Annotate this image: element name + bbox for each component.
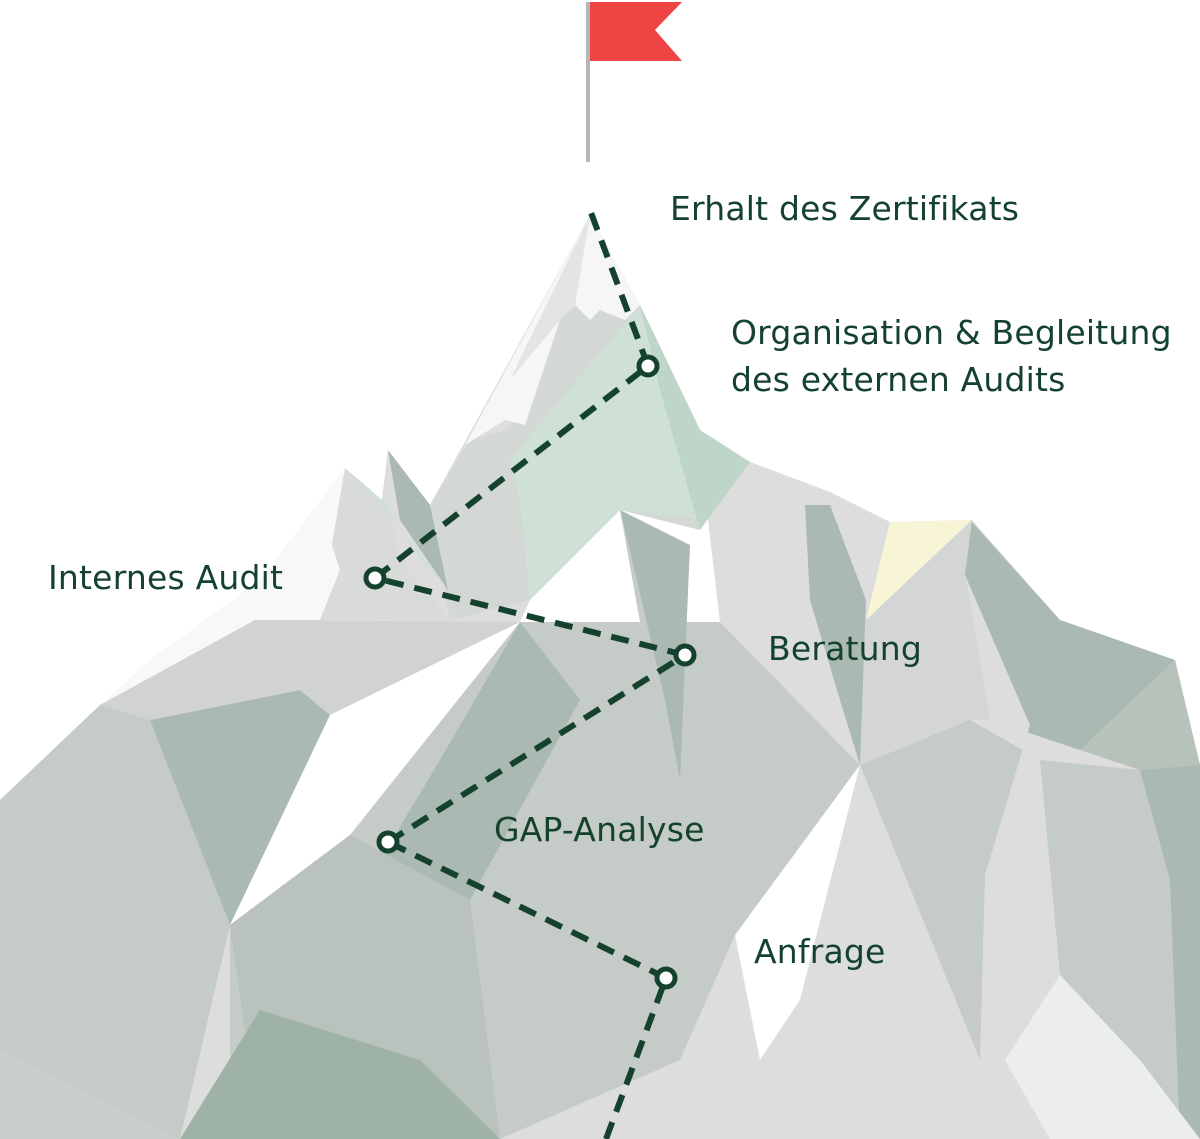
route-path [373,208,687,1139]
route-segment [374,575,686,658]
waypoint-marker-icon [673,643,697,667]
step-label-line: Anfrage [754,932,886,971]
waypoint-marker-icon [636,354,660,378]
step-label-internes-audit: Internes Audit [48,554,283,601]
rock-face [965,575,1060,1060]
flag-cloth [590,2,682,61]
step-label-anfrage: Anfrage [754,928,886,975]
step-label-line: GAP-Analyse [494,810,705,849]
rock-face [0,1050,180,1139]
route-segment [386,652,687,845]
rock-face [760,765,1010,1139]
step-label-externes-audit: Organisation & Begleitung des externen A… [731,309,1172,403]
rock-face [0,705,230,1139]
snow-cap-shade [510,215,590,380]
rock-face [180,1010,500,1139]
rock-face-green [345,468,448,590]
rock-face [805,505,866,765]
step-label-line: Internes Audit [48,558,284,597]
step-label-gap-analyse: GAP-Analyse [494,806,705,853]
waypoint-marker-icon [363,566,387,590]
rock-face [388,450,448,590]
waypoint-marker-icon [376,830,400,854]
rock-face [100,620,520,720]
snow-cap [465,215,640,445]
mountain-body [0,215,1200,1139]
flag-pole [586,2,590,162]
waypoint-marker-icon [654,966,678,990]
rock-face [320,468,450,620]
flag-icon [586,2,682,162]
step-label-line: Erhalt des Zertifikats [670,189,1020,228]
rock-face [965,520,1175,750]
step-label-line: des externen Audits [731,360,1066,399]
route-segment [386,839,668,981]
waypoints [363,354,697,990]
rock-face-green [640,305,750,530]
rock-face [1080,660,1200,770]
snow-face-left [100,468,345,705]
rock-face [1140,765,1200,1139]
rock-face [150,690,330,925]
step-label-beratung: Beratung [768,625,922,672]
snow-cleft [230,622,520,925]
step-label-line: Beratung [768,629,923,668]
snow-face [1005,975,1200,1139]
step-label-zertifikat: Erhalt des Zertifikats [670,185,1019,232]
step-label-line: Organisation & Begleitung [731,313,1172,352]
rock-face [1040,760,1200,1139]
snow-face-right [735,765,860,1060]
rock-face [380,622,580,900]
rock-face [860,520,990,765]
